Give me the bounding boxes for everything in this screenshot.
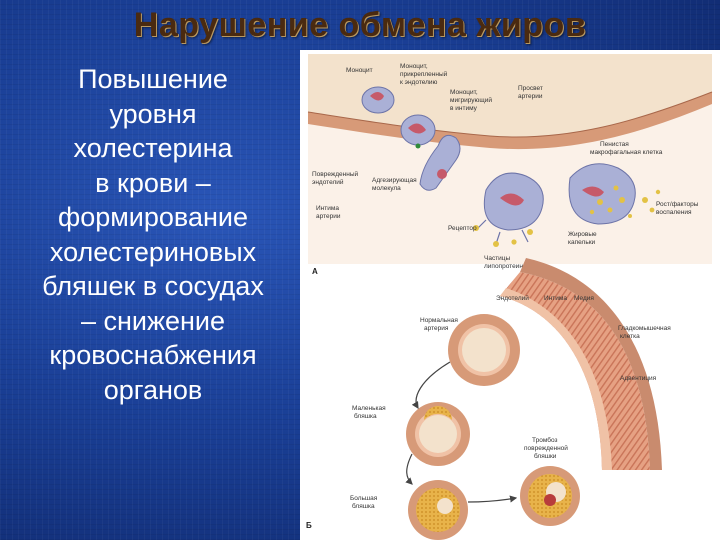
body-line: в крови – xyxy=(95,167,211,198)
artery-wall-section xyxy=(500,258,662,470)
label-lipoprotein: Частицы xyxy=(484,255,511,262)
large-plaque-artery xyxy=(408,480,468,540)
body-line: уровня xyxy=(109,98,197,129)
panel-a-letter: А xyxy=(312,267,318,276)
label-smooth-muscle: Гладкомышечная xyxy=(618,325,671,332)
adhered-monocyte-cell xyxy=(400,114,436,149)
label-adventitia: Адвентиция xyxy=(620,375,657,382)
fat-droplets xyxy=(589,185,661,218)
body-line: холестерина xyxy=(73,133,233,163)
lipoprotein-particles xyxy=(473,225,533,247)
migrating-monocyte-cell xyxy=(419,134,461,191)
progression-arrows xyxy=(405,361,518,503)
slide-title: Нарушение обмена жиров xyxy=(133,6,587,44)
label-adhered-monocyte: Моноцит, xyxy=(400,63,428,70)
arterial-lumen xyxy=(308,54,712,137)
label-small-plaque: бляшка xyxy=(354,412,377,420)
panel-b: Эндотелий Интима Медия Нормальная артери… xyxy=(306,258,671,540)
label-adhesion-molecule: молекула xyxy=(372,185,401,192)
label-fat-droplets: Жировые xyxy=(568,231,597,238)
label-growth-factors: Рост/факторы xyxy=(656,201,699,208)
endothelium-edge xyxy=(307,91,713,138)
label-damaged-endothelium: эндотелий xyxy=(312,178,344,186)
body-line: органов xyxy=(103,374,203,405)
label-endothelium: Эндотелий xyxy=(496,294,529,302)
slide-body-text: Повышение уровня холестерина в крови – ф… xyxy=(8,62,298,407)
monocyte-cell xyxy=(361,86,395,114)
body-line: формирование xyxy=(58,202,248,232)
panel-b-letter: Б xyxy=(306,521,312,530)
illustration-svg: Моноцит Моноцит, прикрепленный к эндотел… xyxy=(306,54,713,540)
body-line: холестериновых xyxy=(49,236,257,267)
label-damaged-endothelium: Поврежденный xyxy=(312,170,359,178)
label-large-plaque: Большая xyxy=(350,495,378,502)
atherosclerosis-illustration: Моноцит Моноцит, прикрепленный к эндотел… xyxy=(300,50,720,540)
label-small-plaque: Маленькая xyxy=(352,405,386,412)
body-line: бляшек в сосудах xyxy=(42,271,264,301)
label-fat-droplets: капельки xyxy=(568,239,596,246)
body-line: – снижение xyxy=(80,305,226,336)
label-receptor: Рецептор xyxy=(448,225,477,232)
label-lipoprotein: липопротеина xyxy=(484,263,527,270)
label-large-plaque: бляшка xyxy=(352,502,375,510)
panel-a: Моноцит Моноцит, прикрепленный к эндотел… xyxy=(307,54,713,276)
foam-cell xyxy=(568,163,636,225)
label-adhered-monocyte: прикрепленный xyxy=(400,70,448,78)
label-adhesion-molecule: Адгезирующая xyxy=(372,177,417,184)
body-line: кровоснабжения xyxy=(49,340,257,370)
label-smooth-muscle: клетка xyxy=(620,333,640,340)
macrophage-cell xyxy=(475,172,544,245)
label-intima: Интима xyxy=(544,295,567,302)
label-foam-cell: Пенистая xyxy=(600,141,629,148)
panel-b-labels: Эндотелий Интима Медия Нормальная артери… xyxy=(350,294,671,510)
label-media: Медия xyxy=(574,295,594,302)
label-lumen: Просвет xyxy=(518,85,543,92)
label-thrombus: поврежденной xyxy=(524,444,568,452)
label-migrating-monocyte: Моноцит, xyxy=(450,89,478,96)
label-monocyte: Моноцит xyxy=(346,67,373,74)
body-line: Повышение xyxy=(78,64,228,94)
thrombus-artery xyxy=(520,466,580,526)
label-adhered-monocyte: к эндотелию xyxy=(400,79,438,86)
label-normal-artery: артерия xyxy=(424,325,449,332)
label-thrombus: бляшки xyxy=(534,452,557,460)
label-lumen: артерии xyxy=(518,93,543,100)
label-intima: артерии xyxy=(316,213,341,220)
label-intima: Интима xyxy=(316,205,339,212)
label-foam-cell: макрофагальная клетка xyxy=(590,149,663,156)
label-migrating-monocyte: мигрирующий xyxy=(450,96,492,104)
label-thrombus: Тромбоз xyxy=(532,436,557,444)
normal-artery xyxy=(448,314,520,386)
small-plaque-artery xyxy=(406,402,470,466)
label-migrating-monocyte: в интиму xyxy=(450,105,478,112)
label-growth-factors: воспаления xyxy=(656,209,692,216)
panel-a-labels: Моноцит Моноцит, прикрепленный к эндотел… xyxy=(312,63,699,270)
label-normal-artery: Нормальная xyxy=(420,317,458,324)
